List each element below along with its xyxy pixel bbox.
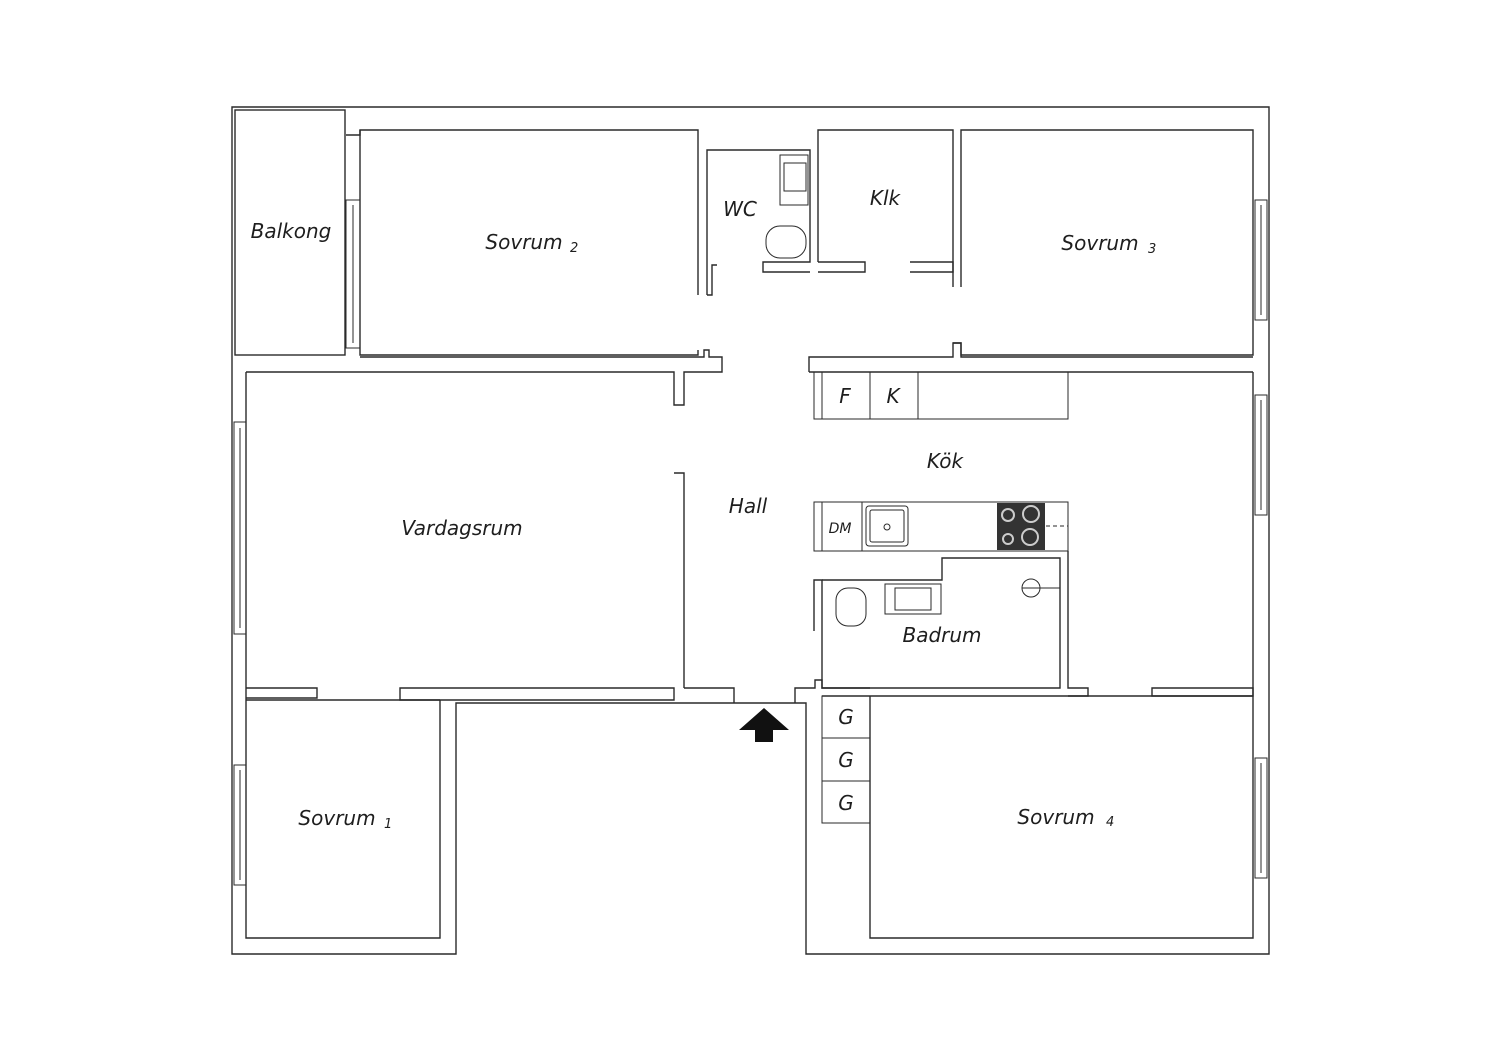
sovrum2-number: 2	[570, 241, 578, 256]
sovrum2-room	[345, 129, 699, 356]
klk-room	[817, 129, 954, 287]
wardrobe-label: G	[838, 791, 854, 815]
sovrum1-room	[233, 699, 440, 886]
sovrum4-number: 4	[1106, 815, 1114, 830]
sovrum1-label: Sovrum	[298, 806, 375, 830]
wc-room	[706, 149, 811, 296]
entrance-arrow-icon	[739, 708, 789, 742]
sovrum3-number: 3	[1148, 242, 1156, 257]
sovrum3-label: Sovrum	[1061, 231, 1138, 255]
vardagsrum-room	[233, 349, 723, 701]
sovrum2-label: Sovrum	[485, 230, 562, 254]
freezer-label: K	[886, 384, 901, 408]
kok-room	[808, 342, 1268, 697]
sovrum4-label: Sovrum	[1017, 805, 1094, 829]
fridge-label: F	[839, 384, 851, 408]
badrum-room	[813, 557, 1061, 689]
hall-room	[684, 679, 870, 703]
klk-label: Klk	[870, 186, 902, 210]
balkong-room	[234, 109, 346, 356]
hall-label: Hall	[729, 494, 768, 518]
kok-label: Kök	[927, 449, 965, 473]
wardrobe-label: G	[838, 748, 854, 772]
sovrum1-number: 1	[384, 817, 392, 832]
badrum-label: Badrum	[902, 623, 981, 647]
sovrum4-room	[821, 695, 1268, 879]
vardagsrum-label: Vardagsrum	[401, 516, 522, 540]
balkong-label: Balkong	[251, 219, 332, 243]
freezer-slot	[869, 371, 919, 420]
wc-label: WC	[723, 197, 757, 221]
wardrobe-label: G	[838, 705, 854, 729]
dishwasher-label: DM	[829, 521, 852, 537]
